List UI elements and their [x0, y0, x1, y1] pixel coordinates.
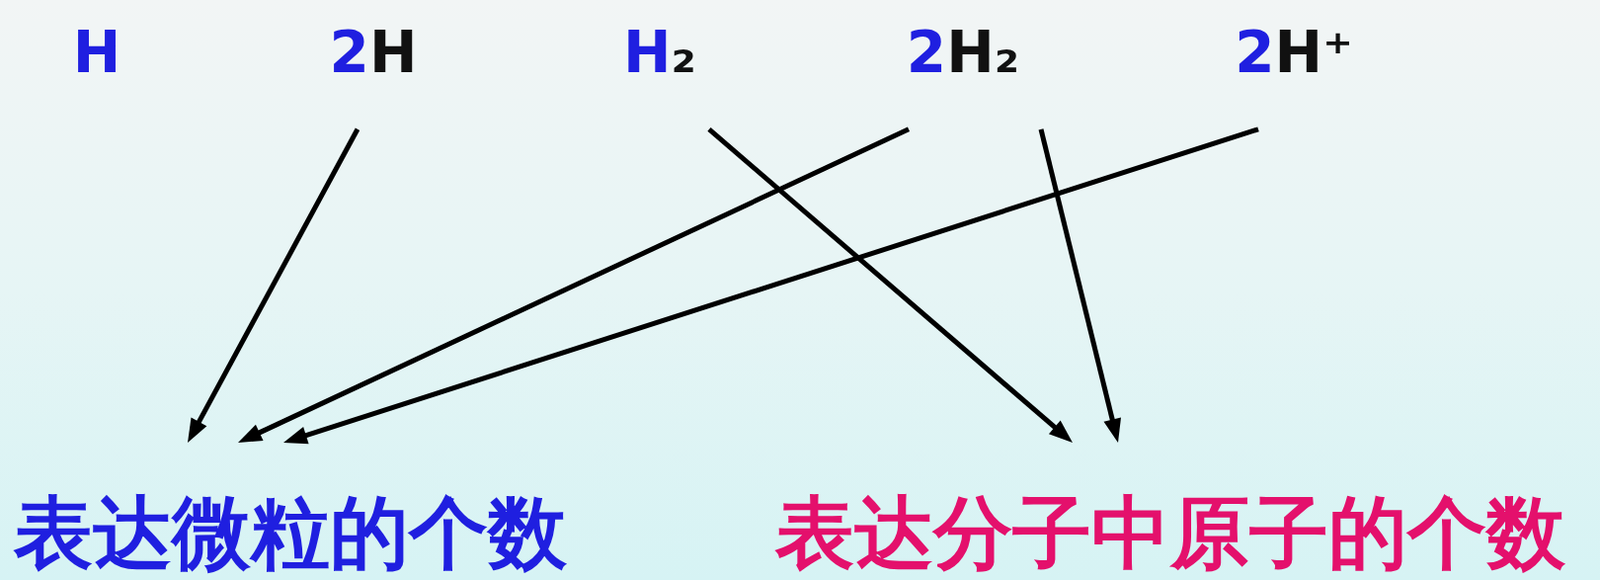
arrow-connector	[187, 129, 358, 443]
node-text: H₂	[623, 21, 697, 85]
category-label: 表达微粒的个数	[13, 493, 567, 573]
arrow-line	[1040, 129, 1114, 425]
node-text: 2H	[329, 21, 418, 85]
symbol-label: 2H⁺	[1234, 21, 1354, 85]
arrow-head	[187, 417, 207, 443]
symbol-label: H₂	[623, 21, 697, 85]
symbol-label: 2H₂	[906, 21, 1020, 85]
arrow-line	[196, 129, 358, 426]
symbol-label: 2H	[329, 21, 418, 85]
arrow-line	[301, 129, 1259, 437]
arrow-head	[1104, 417, 1121, 443]
symbol-label: H	[73, 21, 122, 85]
category-label: 表达分子中原子的个数	[775, 493, 1566, 573]
arrow-head	[283, 426, 310, 444]
arrow-connector	[283, 129, 1259, 444]
node-text: H	[73, 21, 122, 85]
arrow-head	[1048, 420, 1073, 443]
arrow-connector	[238, 129, 909, 443]
node-text: 2H₂	[906, 21, 1020, 85]
node-text: 表达微粒的个数	[13, 493, 567, 573]
arrow-line	[254, 129, 909, 435]
arrow-head	[238, 424, 264, 443]
node-text: 表达分子中原子的个数	[775, 493, 1566, 573]
node-text: 2H⁺	[1234, 21, 1354, 85]
arrow-line	[709, 129, 1058, 431]
